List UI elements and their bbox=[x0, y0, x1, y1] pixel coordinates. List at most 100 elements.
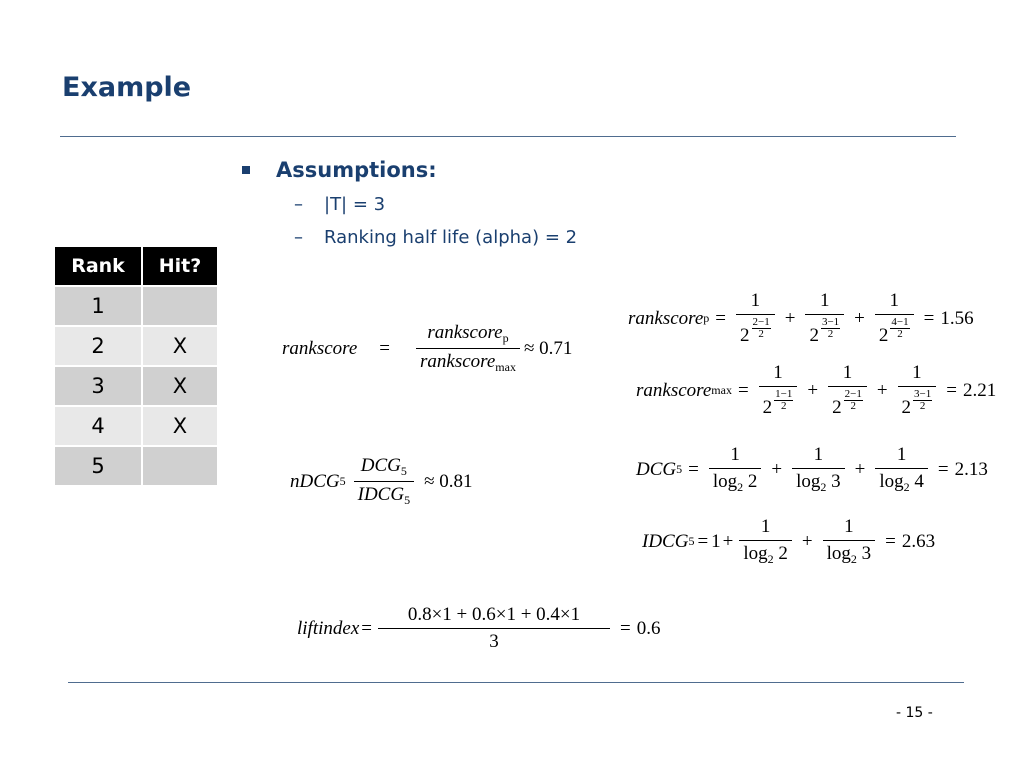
log-argument: 4 bbox=[914, 471, 924, 492]
log-text: log bbox=[712, 471, 738, 492]
dash-marker: – bbox=[294, 227, 303, 248]
dash-marker: – bbox=[294, 194, 303, 215]
hit-cell bbox=[141, 285, 219, 327]
term-numerator: 1 bbox=[844, 516, 854, 537]
assumption-item: – Ranking half life (alpha) = 2 bbox=[294, 227, 577, 248]
rank-hit-table: Rank Hit? 1 2 X 3 X 4 X 5 bbox=[53, 245, 219, 487]
hit-cell: X bbox=[141, 325, 219, 367]
exponent-denominator: 2 bbox=[781, 400, 787, 412]
hit-cell bbox=[141, 445, 219, 487]
lead-term: 1 bbox=[711, 530, 721, 552]
plus-sign: + bbox=[722, 530, 734, 552]
exponent-denominator: 2 bbox=[897, 328, 903, 340]
plus-sign: + bbox=[784, 307, 796, 329]
denominator-text: IDCG bbox=[357, 484, 405, 505]
power-base: 2 bbox=[901, 397, 912, 418]
denominator-subscript: max bbox=[495, 360, 516, 374]
exponent-numerator: 2−1 bbox=[843, 388, 863, 401]
numerator-subscript: p bbox=[502, 331, 509, 345]
exponent-denominator: 2 bbox=[827, 328, 834, 340]
fraction: rankscorep rankscoremax bbox=[416, 322, 520, 375]
term-denominator: log2 2 bbox=[708, 468, 762, 495]
numerator-text: DCG bbox=[360, 455, 401, 476]
table-row: 4 X bbox=[53, 405, 219, 447]
rank-cell: 1 bbox=[53, 285, 143, 327]
formula-lhs: IDCG bbox=[642, 530, 689, 552]
equals-sign: = bbox=[361, 617, 372, 639]
log-argument: 3 bbox=[831, 471, 841, 492]
assumptions-list: Assumptions: – |T| = 3 – Ranking half li… bbox=[240, 158, 577, 248]
term-numerator: 1 bbox=[750, 290, 761, 311]
term-denominator: log2 3 bbox=[822, 540, 876, 567]
formula-result: 2.13 bbox=[954, 458, 988, 480]
plus-sign: + bbox=[801, 530, 813, 552]
rank-cell: 2 bbox=[53, 325, 143, 367]
formula-result: ≈ 0.81 bbox=[424, 470, 473, 492]
formula-lhs: rankscore bbox=[636, 379, 712, 401]
formula-lhs-subscript: 5 bbox=[339, 474, 346, 488]
term-numerator: 1 bbox=[912, 362, 922, 383]
equals-sign: = bbox=[697, 530, 709, 552]
table-row: 1 bbox=[53, 285, 219, 327]
term-numerator: 1 bbox=[820, 290, 830, 311]
assumption-text: |T| = 3 bbox=[324, 194, 386, 215]
log-argument: 2 bbox=[747, 471, 758, 492]
formula-lhs: liftindex bbox=[297, 617, 360, 639]
log-base: 2 bbox=[850, 552, 857, 566]
exponent-denominator: 2 bbox=[758, 328, 764, 340]
assumptions-heading: Assumptions: bbox=[276, 158, 437, 182]
term-denominator: log2 4 bbox=[875, 468, 928, 495]
log-base: 2 bbox=[903, 480, 910, 494]
formula-result: 0.6 bbox=[636, 617, 661, 639]
exponent-numerator: 3−1 bbox=[820, 316, 841, 329]
bullet-heading: Assumptions: bbox=[240, 158, 577, 182]
bullet-square-icon bbox=[242, 166, 250, 174]
term-numerator: 1 bbox=[730, 444, 740, 465]
liftindex-formula: liftindex = 0.8×1 + 0.6×1 + 0.4×1 3 = 0.… bbox=[297, 604, 660, 653]
term-numerator: 1 bbox=[773, 362, 783, 383]
exponent-denominator: 2 bbox=[850, 400, 856, 412]
term-numerator: 1 bbox=[896, 444, 907, 465]
plus-sign: + bbox=[771, 458, 783, 480]
log-text: log bbox=[743, 543, 768, 564]
table-row: 3 X bbox=[53, 365, 219, 407]
assumption-item: – |T| = 3 bbox=[294, 194, 577, 215]
hit-cell: X bbox=[141, 365, 219, 407]
rank-cell: 3 bbox=[53, 365, 143, 407]
term-denominator: log2 2 bbox=[739, 540, 792, 567]
formula-lhs: rankscore bbox=[628, 307, 704, 329]
numerator-subscript: 5 bbox=[400, 464, 407, 478]
plus-sign: + bbox=[854, 307, 865, 329]
log-argument: 2 bbox=[778, 543, 788, 564]
table-header-row: Rank Hit? bbox=[53, 245, 219, 287]
formula-result: 2.63 bbox=[901, 530, 936, 552]
exponent-numerator: 1−1 bbox=[774, 388, 794, 401]
power-base: 2 bbox=[878, 325, 889, 346]
table-row: 5 bbox=[53, 445, 219, 487]
formula-lhs-subscript: 5 bbox=[676, 462, 683, 476]
fraction: DCG5 IDCG5 bbox=[353, 455, 415, 508]
page-number: - 15 - bbox=[896, 705, 933, 721]
rank-cell: 4 bbox=[53, 405, 143, 447]
fraction-numerator: 0.8×1 + 0.6×1 + 0.4×1 bbox=[407, 604, 581, 625]
hit-cell: X bbox=[141, 405, 219, 447]
